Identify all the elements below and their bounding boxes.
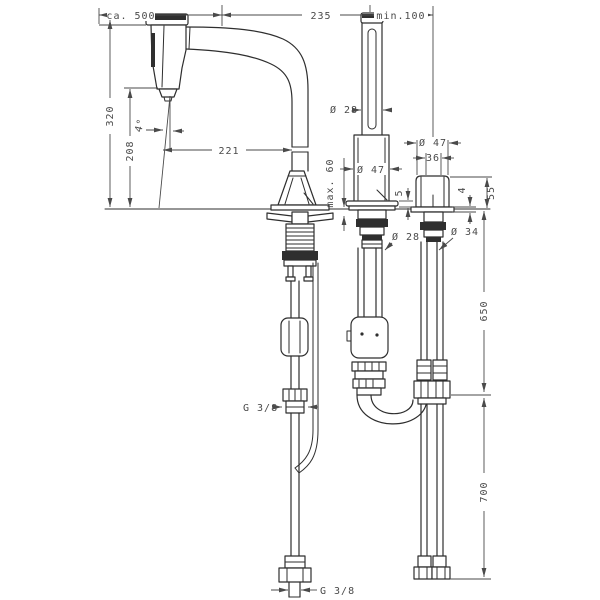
- pullout-spray-head: [145, 13, 189, 102]
- handle-base-plate: [410, 206, 455, 213]
- dim-label-hose-length-lower: 700: [479, 481, 490, 502]
- hex-coupling: [413, 380, 451, 399]
- base-plate: [270, 204, 330, 211]
- spray-selector-strip: [151, 33, 155, 67]
- dim-label-wall-clearance: min.100: [376, 11, 425, 22]
- dim-label-pullout-length: ca. 500: [106, 11, 155, 22]
- dim-label-handle-plate-height: 4: [457, 186, 468, 193]
- faucet-side-view: [145, 13, 334, 598]
- pullout-hose-loop: [294, 262, 314, 469]
- dim-label-wand-shank-diameter: Ø 28: [392, 231, 420, 243]
- dim-label-outlet-height: 208: [125, 140, 136, 161]
- dim-label-handle-height: 55: [486, 186, 497, 200]
- handle-body: [415, 175, 450, 208]
- mounting-nut: [282, 251, 318, 260]
- hose-nut-bottom: [278, 567, 312, 583]
- dim-label-base-plate-height: 5: [394, 189, 405, 196]
- dim-label-handle-grip-width: 36: [426, 153, 440, 164]
- wand-mounting-hardware: [356, 209, 388, 249]
- dim-label-base-diameter: Ø 47: [357, 164, 385, 176]
- wand-hoses: [346, 247, 428, 425]
- handle-supply-hoses: [413, 241, 451, 580]
- wand-escutcheon: [345, 200, 399, 207]
- spray-head-cap-band: [148, 15, 186, 20]
- dim-label-spout-reach: 221: [218, 146, 239, 157]
- spray-hose-curve: [356, 394, 428, 425]
- dimensions: ca. 500 235 min.100 320 208 4° 221 Ø 28: [98, 5, 497, 597]
- faucet-hoses: [278, 262, 319, 598]
- dim-label-handle-diameter: Ø 47: [419, 137, 447, 149]
- spray-head-body: [150, 24, 187, 90]
- dim-label-max-counter-thickness: max. 60: [325, 158, 336, 207]
- dim-label-spray-angle: 4°: [133, 117, 147, 133]
- spout-base-cone: [270, 170, 330, 211]
- handle-front-view: [410, 175, 455, 580]
- check-valve-body: [280, 317, 309, 357]
- dim-label-total-height: 320: [105, 105, 116, 126]
- wand-slot: [367, 28, 377, 130]
- dim-label-spout-projection: 235: [310, 11, 331, 22]
- dim-label-hose-length-upper: 650: [479, 300, 490, 321]
- dim-label-handle-shank-diameter: Ø 34: [451, 226, 479, 238]
- dim-label-thread-side: G 3/8: [243, 403, 278, 414]
- spray-nozzle: [158, 88, 178, 98]
- dim-label-wand-diameter: Ø 28: [330, 104, 358, 116]
- stabilizer-wing-right: [307, 212, 334, 223]
- spout-arm: [185, 26, 309, 172]
- wand-front-view: [345, 12, 428, 425]
- stabilizer-wing-left: [266, 212, 293, 223]
- handle-mounting-hardware: [420, 211, 446, 242]
- dim-label-thread-bottom: G 3/8: [320, 586, 355, 597]
- faucet-mounting-hardware: [266, 211, 334, 282]
- hose-weight: [350, 316, 389, 359]
